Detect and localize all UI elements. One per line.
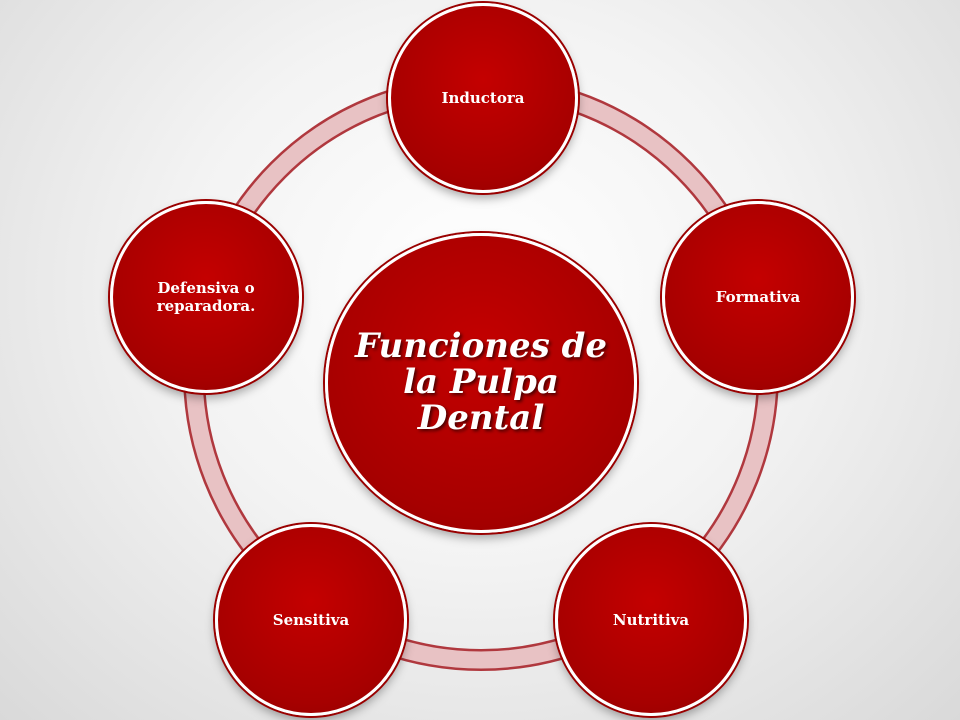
node-label-defensiva: Defensiva o reparadora. — [156, 279, 256, 315]
node-label-nutritiva: Nutritiva — [612, 611, 690, 629]
node-formativa: Formativa — [662, 201, 854, 393]
node-label-sensitiva: Sensitiva — [272, 611, 350, 629]
node-nutritiva: Nutritiva — [555, 524, 747, 716]
node-label-formativa: Formativa — [715, 288, 801, 306]
node-inductora: Inductora — [388, 3, 578, 193]
node-defensiva: Defensiva o reparadora. — [110, 201, 302, 393]
center-title: Funciones de la Pulpa Dental — [354, 326, 607, 438]
node-label-inductora: Inductora — [441, 89, 525, 107]
node-sensitiva: Sensitiva — [215, 524, 407, 716]
center-circle: Funciones de la Pulpa Dental — [325, 233, 637, 533]
